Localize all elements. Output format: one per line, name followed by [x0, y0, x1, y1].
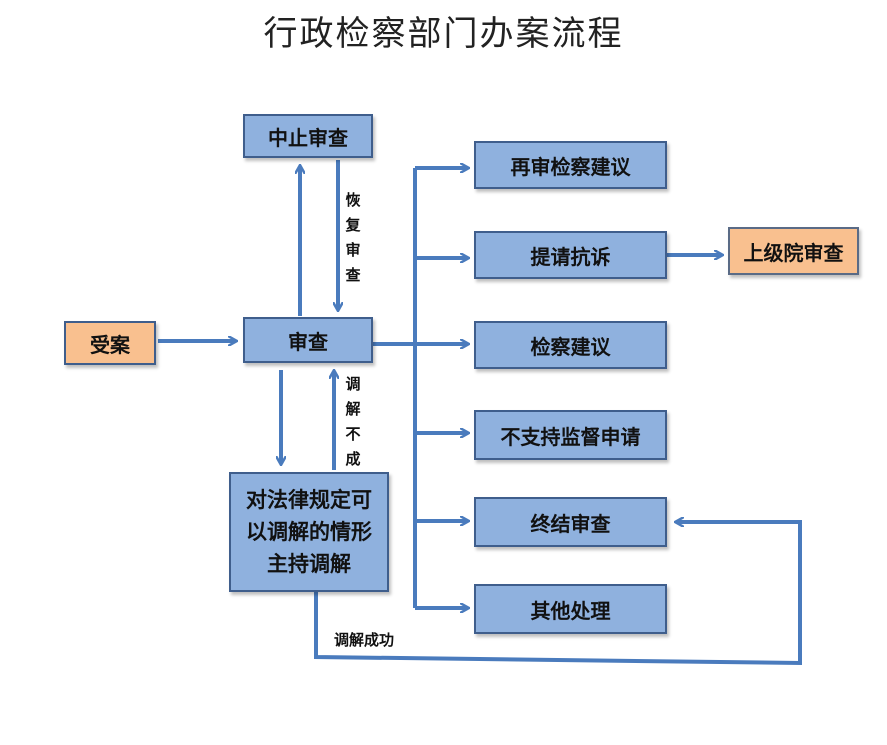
node-shangji: 上级院审查	[728, 227, 859, 275]
node-zaishen: 再审检察建议	[474, 141, 667, 189]
node-zhongjie: 终结审查	[474, 497, 667, 547]
arrow-tiaojie-success-to-zhongjie	[314, 522, 802, 666]
node-buzhichi: 不支持监督申请	[474, 410, 667, 460]
node-shouan: 受案	[64, 321, 156, 365]
page-title: 行政检察部门办案流程	[263, 14, 624, 54]
label-huifu: 恢复审查	[345, 191, 361, 284]
label-tiaojie-chenggong: 调解成功	[334, 631, 395, 649]
label-tiaojie-bucheng: 调解不成	[345, 375, 361, 468]
node-qita: 其他处理	[474, 584, 667, 634]
node-zhongzhi: 中止审查	[243, 114, 373, 158]
node-tiaojie: 对法律规定可 以调解的情形 主持调解	[229, 472, 389, 592]
node-tiqing: 提请抗诉	[474, 231, 667, 279]
node-shencha: 审查	[243, 317, 373, 363]
node-jiancha: 检察建议	[474, 321, 667, 369]
